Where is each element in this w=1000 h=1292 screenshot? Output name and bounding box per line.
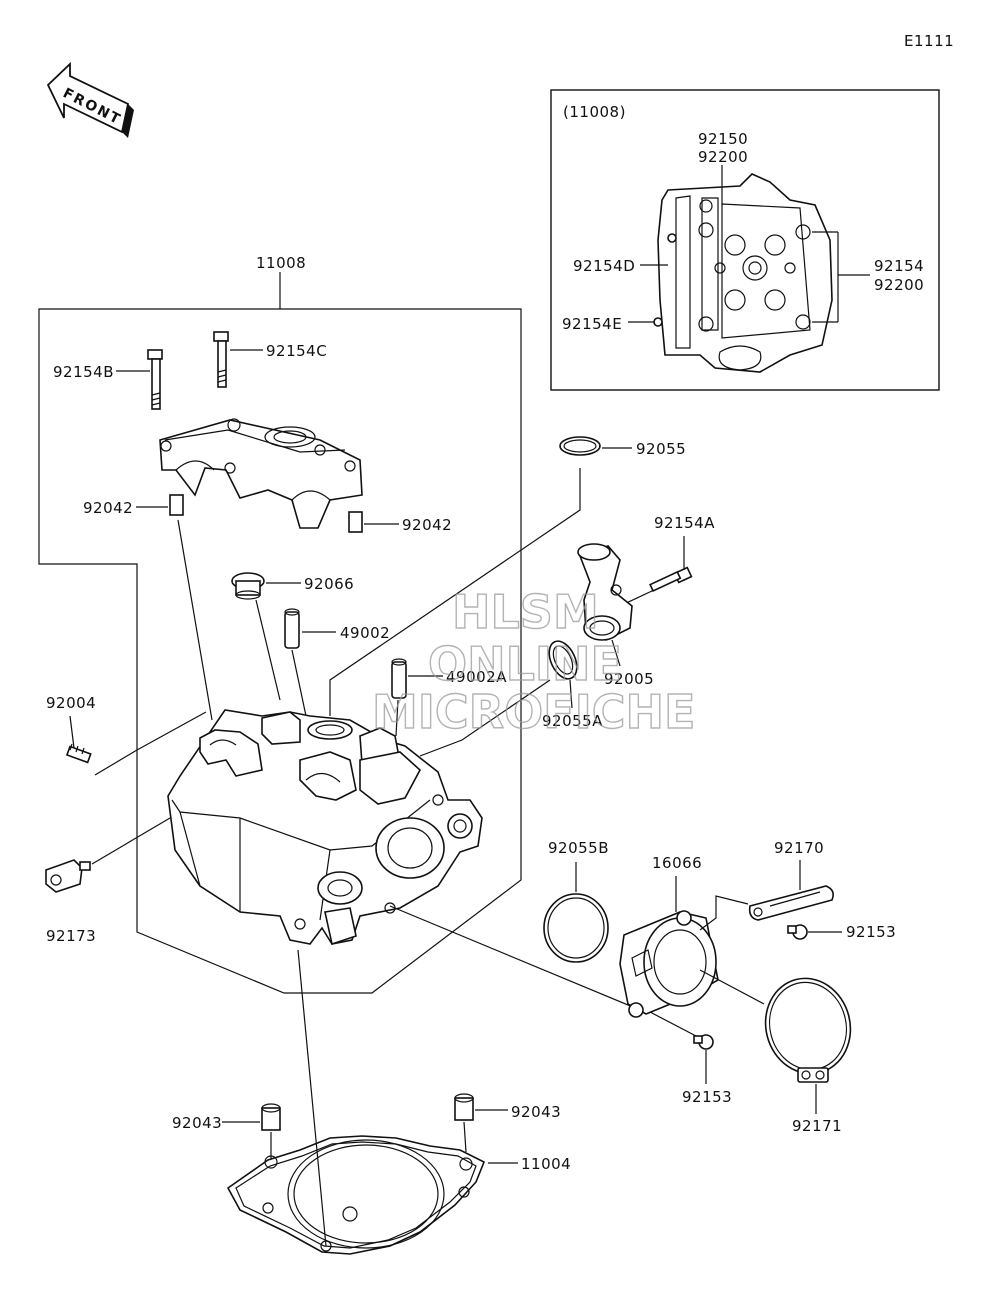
bolt-92154A — [649, 566, 693, 593]
label-92170: 92170 — [774, 839, 824, 857]
inset-label-92200-top: 92200 — [698, 148, 748, 166]
oring-92055A — [548, 640, 578, 680]
label-92153-right: 92153 — [846, 923, 896, 941]
dowel-92043-left — [261, 1103, 281, 1131]
label-49002A: 49002A — [446, 668, 507, 686]
label-92066: 92066 — [304, 575, 354, 593]
svg-text:ONLINE: ONLINE — [428, 637, 622, 691]
label-49002: 49002 — [340, 624, 390, 642]
label-16066: 16066 — [652, 854, 702, 872]
stud-92004 — [65, 743, 92, 764]
label-11004: 11004 — [521, 1155, 571, 1173]
assembly-11008-outline — [38, 308, 522, 994]
label-92154B: 92154B — [53, 363, 114, 381]
cylinder-head-top-view — [653, 173, 833, 373]
label-92055A: 92055A — [542, 712, 603, 730]
intake-holder-16066 — [619, 910, 719, 1018]
inset-panel: (11008) 92150 92200 92154D 92154E 92154 … — [550, 89, 940, 391]
sensor-92173 — [45, 859, 91, 893]
dowel-92042-left — [169, 494, 184, 516]
inset-label-92200-right: 92200 — [874, 276, 924, 294]
seal-49002 — [284, 608, 300, 649]
clamp-92171 — [764, 977, 852, 1083]
label-92043-right: 92043 — [511, 1103, 561, 1121]
diagram-code: E1111 — [904, 32, 954, 50]
label-92043-left: 92043 — [172, 1114, 222, 1132]
head-gasket-11004 — [226, 1135, 486, 1255]
bolt-92153-bottom — [693, 1034, 714, 1050]
label-92154C: 92154C — [266, 342, 327, 360]
bracket-92170 — [748, 885, 834, 921]
front-arrow-icon: FRONT — [46, 61, 134, 138]
label-92173: 92173 — [46, 927, 96, 945]
label-11008: 11008 — [256, 254, 306, 272]
label-92055: 92055 — [636, 440, 686, 458]
plug-92066 — [231, 572, 265, 600]
bolt-92153-right — [787, 924, 808, 940]
label-92153-bottom: 92153 — [682, 1088, 732, 1106]
label-92154A: 92154A — [654, 514, 715, 532]
svg-text:MICROFICHE: MICROFICHE — [372, 685, 695, 739]
label-92042-right: 92042 — [402, 516, 452, 534]
label-92171: 92171 — [792, 1117, 842, 1135]
oring-92055B — [543, 893, 609, 963]
label-92005: 92005 — [604, 670, 654, 688]
camshaft-holder — [159, 418, 363, 529]
bolt-92154C — [213, 331, 229, 388]
label-92055B: 92055B — [548, 839, 609, 857]
svg-text:HLSM: HLSM — [452, 585, 599, 639]
inset-label-92154D: 92154D — [573, 257, 635, 275]
watermark: HLSM ONLINE MICROFICHE — [371, 584, 696, 739]
label-92004: 92004 — [46, 694, 96, 712]
fitting-92005 — [577, 543, 633, 641]
inset-label-92154E: 92154E — [562, 315, 622, 333]
inset-label-92150: 92150 — [698, 130, 748, 148]
label-92042-left: 92042 — [83, 499, 133, 517]
seal-49002A — [391, 658, 407, 699]
inset-title: (11008) — [563, 103, 626, 121]
inset-label-92154: 92154 — [874, 257, 924, 275]
dowel-92043-right — [454, 1093, 474, 1121]
dowel-92042-right — [348, 511, 363, 533]
bolt-92154B — [147, 349, 163, 410]
cylinder-head — [167, 709, 483, 946]
